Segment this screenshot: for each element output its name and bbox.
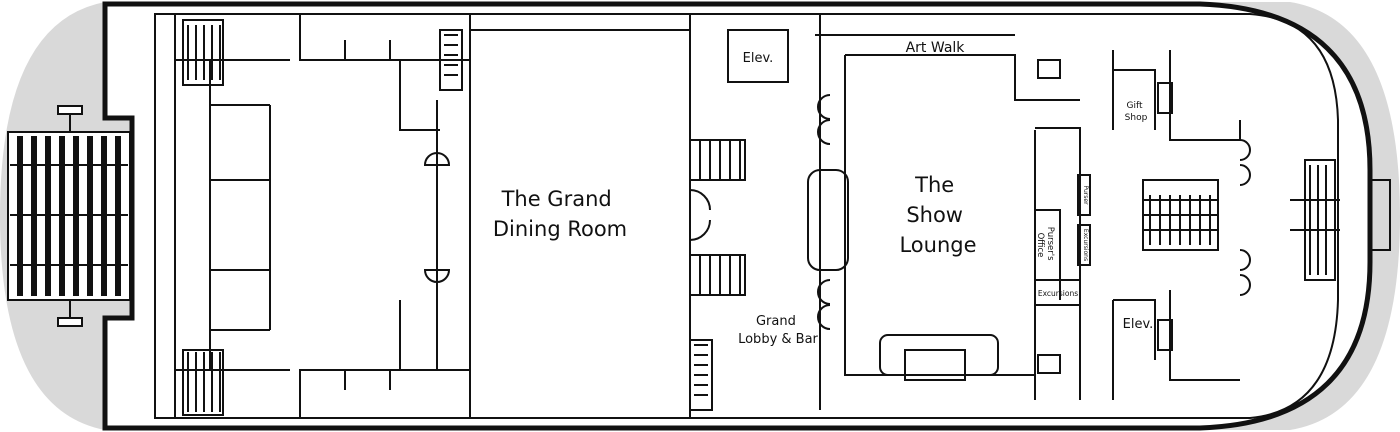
interior-walls bbox=[154, 13, 1339, 419]
pursers-office-label: Purser's Office bbox=[1035, 227, 1055, 263]
stern-stairs-icon bbox=[1290, 159, 1340, 281]
excursions-desk-label: Excursions bbox=[1082, 229, 1089, 261]
elevator-right-label: Elev. bbox=[1123, 317, 1154, 332]
show-lounge-label: The Show Lounge bbox=[899, 173, 976, 257]
gift-shop-label: Gift Shop bbox=[1125, 101, 1148, 123]
elevator-top-label: Elev. bbox=[743, 51, 774, 66]
dining-room-label: The Grand Dining Room bbox=[493, 187, 627, 241]
excursions-room-label: Excursions bbox=[1038, 289, 1078, 298]
hull-outline bbox=[102, 1, 1373, 431]
paddlewheel-icon bbox=[7, 105, 131, 327]
grand-lobby-label: Grand Lobby & Bar bbox=[738, 314, 818, 347]
purser-desk-label: Purser bbox=[1082, 185, 1089, 205]
art-walk-label: Art Walk bbox=[906, 40, 966, 56]
